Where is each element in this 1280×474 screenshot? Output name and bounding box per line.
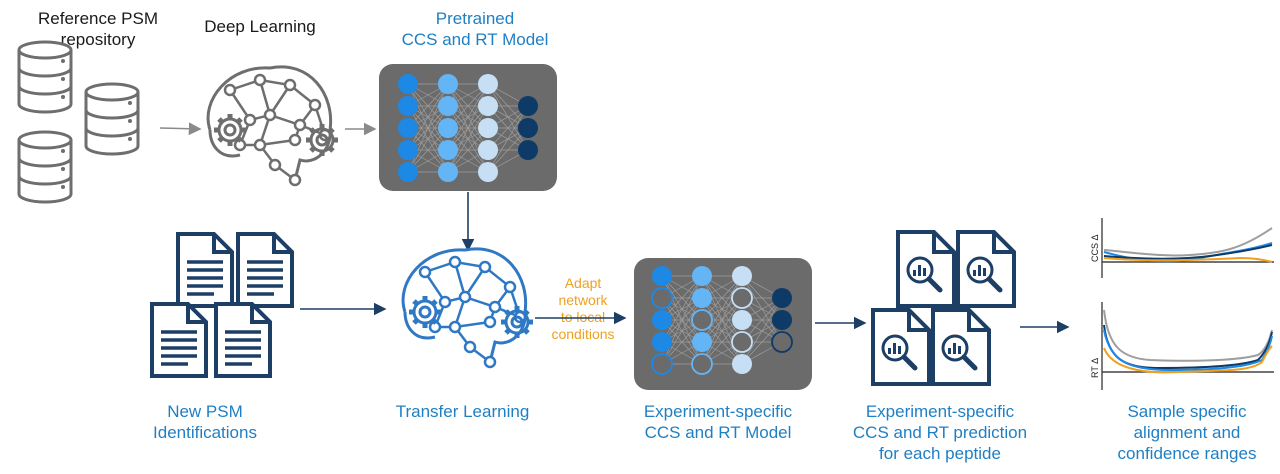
adapt-line4: conditions (551, 326, 615, 342)
network-node (438, 140, 458, 160)
network-edge (407, 83, 449, 151)
experiment-prediction-label: Experiment-specific CCS and RT predictio… (835, 401, 1045, 464)
deep-learning-brain-icon (208, 67, 338, 185)
ccs-delta-plot: CCS Δ (1090, 218, 1274, 278)
experiment-prediction-label-line1: Experiment-specific (865, 402, 1015, 421)
network-edge (701, 275, 743, 343)
ccs-delta-axis-label: CCS Δ (1090, 234, 1100, 262)
sample-specific-label-line1: Sample specific (1127, 402, 1247, 421)
network-node (652, 332, 672, 352)
new-psm-label-line1: New PSM (167, 402, 243, 421)
deep-learning-label: Deep Learning (190, 16, 330, 37)
network-node (731, 287, 753, 309)
network-node (691, 353, 713, 375)
adapt-network-label: Adapt network to local conditions (548, 275, 618, 343)
network-node (478, 118, 498, 138)
sample-specific-label-line2: alignment and (1133, 423, 1241, 442)
network-edge (487, 105, 529, 173)
pretrained-model-label-line2: CCS and RT Model (401, 30, 549, 49)
network-edge (701, 297, 743, 365)
network-node (478, 162, 498, 182)
report-document-icon (873, 232, 1014, 384)
pretrained-model-network (379, 64, 557, 191)
network-node (732, 354, 752, 374)
rt-delta-axis-label: RT Δ (1090, 358, 1100, 378)
network-node (398, 162, 418, 182)
experiment-model-network (634, 258, 812, 390)
network-node (398, 140, 418, 160)
network-node (692, 332, 712, 352)
deep-learning-label-text: Deep Learning (204, 17, 316, 36)
experiment-model-label: Experiment-specific CCS and RT Model (618, 401, 818, 443)
pretrained-model-label-line1: Pretrained (435, 9, 515, 28)
network-node (398, 118, 418, 138)
network-node (478, 96, 498, 116)
network-node (772, 310, 792, 330)
network-node (771, 331, 793, 353)
network-node (518, 140, 538, 160)
network-edge (447, 83, 489, 151)
network-node (731, 331, 753, 353)
sample-specific-label-line3: confidence ranges (1117, 444, 1257, 463)
network-node (732, 310, 752, 330)
reference-psm-label-line1: Reference PSM (38, 9, 158, 28)
network-node (438, 162, 458, 182)
experiment-model-label-line2: CCS and RT Model (644, 423, 792, 442)
experiment-model-label-line1: Experiment-specific (643, 402, 793, 421)
network-node (398, 74, 418, 94)
network-node (651, 287, 673, 309)
network-node (692, 288, 712, 308)
transfer-learning-label-text: Transfer Learning (395, 402, 530, 421)
network-edge (661, 297, 703, 365)
rt-delta-plot: RT Δ (1090, 302, 1274, 390)
network-node (478, 74, 498, 94)
network-node (478, 140, 498, 160)
network-node (438, 96, 458, 116)
network-node (692, 266, 712, 286)
experiment-prediction-label-line3: for each peptide (879, 444, 1001, 463)
network-node (652, 310, 672, 330)
network-edge (447, 105, 489, 173)
network-node (518, 118, 538, 138)
reference-psm-label-line2: repository (60, 30, 136, 49)
reference-psm-label: Reference PSM repository (18, 8, 178, 50)
database-icon (17, 40, 140, 204)
network-node (438, 74, 458, 94)
adapt-line1: Adapt (564, 275, 602, 291)
transfer-learning-label: Transfer Learning (380, 401, 545, 422)
document-icon (150, 232, 294, 378)
network-edge (661, 275, 703, 343)
arrow-db-to-deep-learning (159, 122, 202, 136)
network-edge (407, 105, 449, 173)
network-node (772, 288, 792, 308)
new-psm-label-line2: Identifications (153, 423, 257, 442)
adapt-line3: to local (560, 309, 606, 325)
sample-specific-label: Sample specific alignment and confidence… (1092, 401, 1280, 464)
network-node (398, 96, 418, 116)
network-node (691, 309, 713, 331)
adapt-line2: network (558, 292, 608, 308)
transfer-learning-brain-icon (403, 249, 533, 367)
network-node (652, 266, 672, 286)
network-node (438, 118, 458, 138)
pretrained-model-label: Pretrained CCS and RT Model (385, 8, 565, 50)
experiment-prediction-label-line2: CCS and RT prediction (852, 423, 1028, 442)
network-node (518, 96, 538, 116)
network-node (651, 353, 673, 375)
network-edge (741, 297, 783, 365)
network-node (732, 266, 752, 286)
new-psm-label: New PSM Identifications (140, 401, 270, 443)
